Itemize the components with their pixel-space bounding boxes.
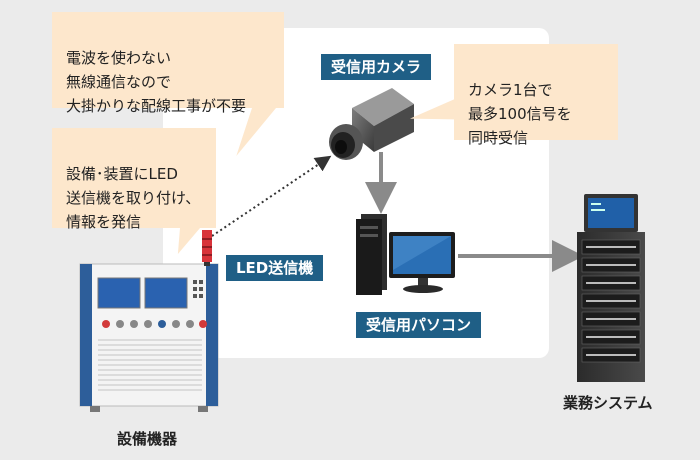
led-transmitter-icon xyxy=(202,230,212,266)
bubble-no-wiring-text: 電波を使わない 無線通信なので 大掛かりな配線工事が不要 xyxy=(66,49,247,115)
pc-tower-icon xyxy=(356,214,387,295)
caption-equipment: 設備機器 xyxy=(117,430,178,448)
bubble-no-wiring: 電波を使わない 無線通信なので 大掛かりな配線工事が不要 xyxy=(52,12,284,156)
camera-icon xyxy=(329,88,414,160)
server-rack-icon xyxy=(577,194,645,382)
label-receiver-camera: 受信用カメラ xyxy=(321,54,432,80)
caption-business-system: 業務システム xyxy=(563,394,653,412)
bubble-attach-led: 設備･装置にLED 送信機を取り付け、 情報を発信 xyxy=(52,128,216,254)
equipment-machine-icon xyxy=(79,263,219,412)
bubble-camera-capacity-text: カメラ1台で 最多100信号を 同時受信 xyxy=(468,81,572,147)
bubble-attach-led-text: 設備･装置にLED 送信機を取り付け、 情報を発信 xyxy=(66,165,201,231)
label-receiver-pc: 受信用パソコン xyxy=(356,312,482,338)
label-led-transmitter: LED送信機 xyxy=(226,255,324,281)
bubble-camera-capacity: カメラ1台で 最多100信号を 同時受信 xyxy=(410,44,618,147)
pc-monitor-icon xyxy=(389,232,455,293)
signal-line xyxy=(211,155,332,237)
